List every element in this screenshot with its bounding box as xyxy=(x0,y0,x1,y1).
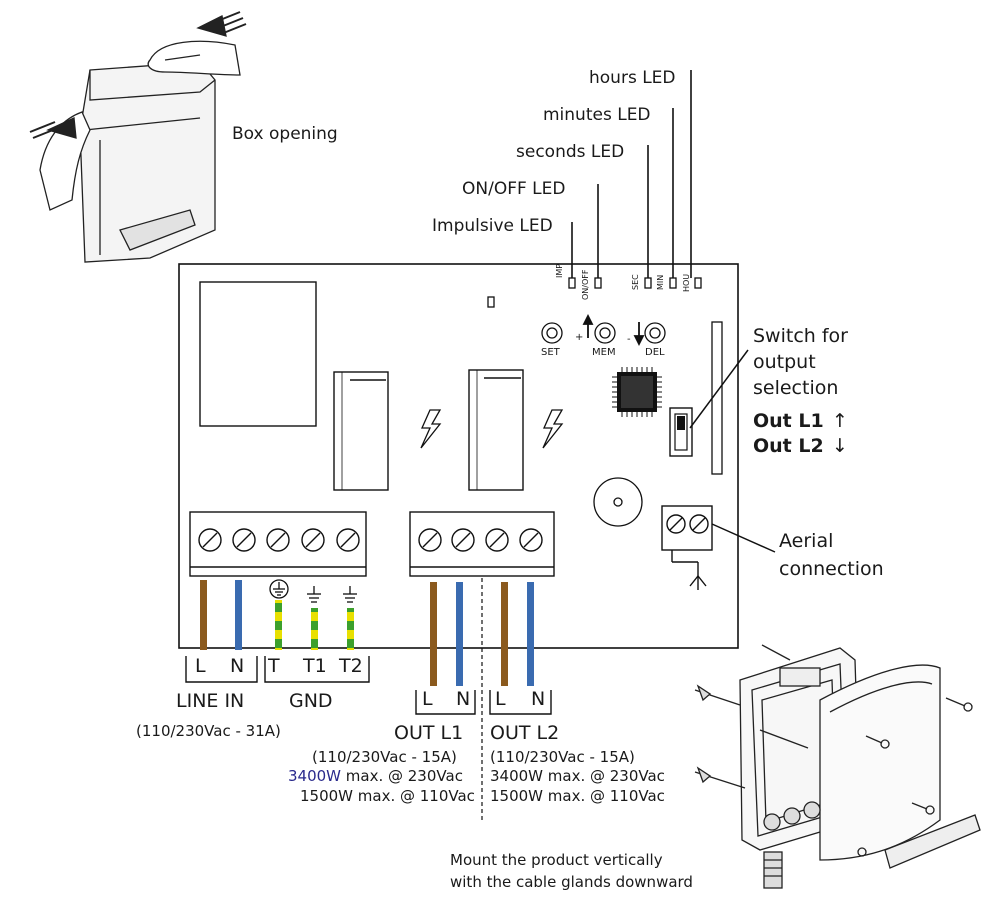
aerial-label-line2: connection xyxy=(779,558,884,580)
onoff-led-label: ON/OFF LED xyxy=(462,179,566,199)
enclosure-mounting-illustration xyxy=(694,644,981,889)
out-l1-l-label: L xyxy=(422,688,433,710)
terminal-t-label: T xyxy=(268,655,280,677)
board-min-label: MIN xyxy=(656,274,665,290)
relay-2 xyxy=(468,369,524,491)
set-button-label: SET xyxy=(541,347,560,358)
del-button-label: DEL xyxy=(645,347,665,358)
out-l2-l-label: L xyxy=(495,688,506,710)
out-l2-n-label: N xyxy=(531,688,546,710)
line-in-label: LINE IN xyxy=(176,690,245,712)
blue-wire xyxy=(456,582,463,686)
impulsive-led-label: Impulsive LED xyxy=(432,216,553,236)
plus-label: + xyxy=(575,332,584,343)
out-l1-switch-label: Out L1 xyxy=(753,410,824,432)
terminal-brackets xyxy=(185,656,552,715)
lightning-icon xyxy=(420,409,442,449)
down-arrow-icon: ↓ xyxy=(832,435,848,457)
terminal-t2-label: T2 xyxy=(339,655,363,677)
terminal-n-label: N xyxy=(230,655,245,677)
out-l1-power-a: 3400W max. @ 230Vac xyxy=(288,769,463,784)
line-in-spec: (110/230Vac - 31A) xyxy=(136,722,281,740)
switch-label-line1: Switch for xyxy=(753,325,848,347)
out-l1-power-b: 1500W max. @ 110Vac xyxy=(300,787,475,805)
out-l1-spec: (110/230Vac - 15A) xyxy=(312,748,457,766)
box-opening-illustration xyxy=(29,11,247,263)
board-buttons xyxy=(541,322,666,344)
switch-label-line2: output xyxy=(753,351,816,373)
out-l2-power-a: 3400W max. @ 230Vac xyxy=(490,767,665,785)
aerial-terminal xyxy=(661,505,713,590)
input-terminal-block xyxy=(189,511,367,577)
terminal-t1-label: T1 xyxy=(303,655,327,677)
out-l2-spec: (110/230Vac - 15A) xyxy=(490,748,635,766)
mount-instruction-line2: with the cable glands downward xyxy=(450,873,693,891)
board-imp-label: IMP xyxy=(555,263,564,278)
seconds-led-label: seconds LED xyxy=(516,142,625,162)
mount-instruction-line1: Mount the product vertically xyxy=(450,851,663,869)
brown-wire xyxy=(200,580,207,650)
transformer-block xyxy=(199,281,317,427)
board-onoff-label: ON/OFF xyxy=(581,269,590,300)
buzzer-icon xyxy=(593,477,643,527)
blue-wire xyxy=(235,580,242,650)
brown-wire xyxy=(430,582,437,686)
led-leader-lines xyxy=(571,70,692,278)
earth-wire xyxy=(347,608,354,650)
status-led-icon xyxy=(487,296,495,308)
up-arrow-icon: ↑ xyxy=(832,410,848,432)
board-hou-label: HOU xyxy=(682,273,691,292)
terminal-l-label: L xyxy=(195,655,206,677)
gnd-label: GND xyxy=(289,690,333,712)
microcontroller-chip xyxy=(612,367,662,417)
output-selection-switch-icon xyxy=(669,407,693,457)
earth-wire xyxy=(275,600,282,650)
out-l2-switch-label: Out L2 xyxy=(753,435,824,457)
brown-wire xyxy=(501,582,508,686)
out-l1-power-a-rest: max. @ 230Vac xyxy=(341,767,463,785)
board-sec-label: SEC xyxy=(631,274,640,290)
lightning-icon xyxy=(542,409,564,449)
minutes-led-label: minutes LED xyxy=(543,105,651,125)
earth-wire xyxy=(311,608,318,650)
mem-button-label: MEM xyxy=(592,347,616,358)
box-opening-label: Box opening xyxy=(232,124,338,144)
out-l1-label: OUT L1 xyxy=(394,722,464,744)
ground-symbol-icon xyxy=(269,579,357,603)
out-l1-power-a-value: 3400W xyxy=(288,767,342,785)
out-l2-power-b: 1500W max. @ 110Vac xyxy=(490,787,665,805)
out-l2-label: OUT L2 xyxy=(490,722,560,744)
minus-label: - xyxy=(627,334,631,345)
out-l1-n-label: N xyxy=(456,688,471,710)
relay-1 xyxy=(333,371,389,491)
output-terminal-block xyxy=(409,511,555,577)
blue-wire xyxy=(527,582,534,686)
switch-label-line3: selection xyxy=(753,377,839,399)
aerial-label-line1: Aerial xyxy=(779,530,834,552)
hours-led-label: hours LED xyxy=(589,68,676,88)
